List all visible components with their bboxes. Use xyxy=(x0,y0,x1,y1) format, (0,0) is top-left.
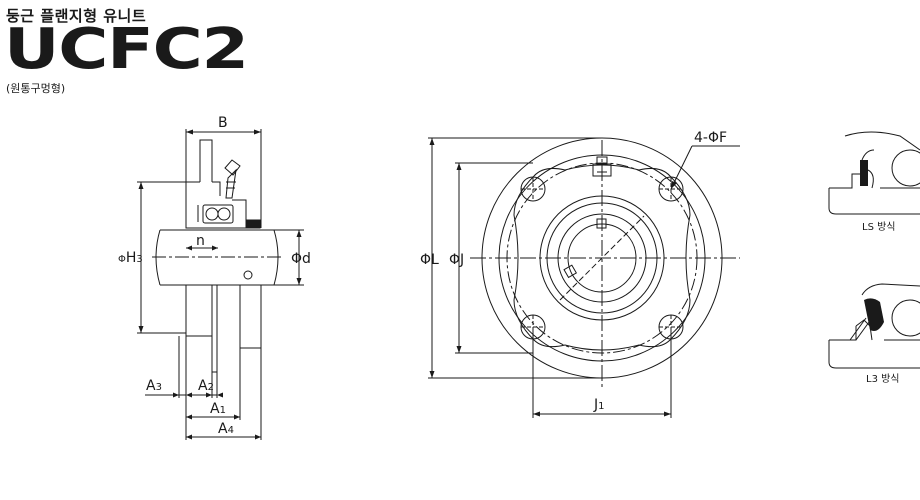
label-bolt-callout: 4-ΦF xyxy=(694,130,727,146)
label-phi-h3: ΦH3 xyxy=(118,250,143,266)
bore-type-note: (원통구멍형) xyxy=(6,82,66,95)
dimension-phi-j: ΦJ xyxy=(449,162,533,354)
callout-bolt-holes: 4-ΦF xyxy=(670,130,740,190)
grease-nipple xyxy=(224,159,241,199)
dimension-phi-l: ΦL xyxy=(420,137,602,379)
front-view: 4-ΦF ΦL ΦJ J1 xyxy=(420,130,740,418)
dimension-a3: A3 xyxy=(145,378,192,398)
label-a3: A3 xyxy=(146,378,162,394)
dimension-n: n xyxy=(186,233,218,251)
dimension-b: B xyxy=(185,115,262,228)
dimension-phi-h3: ΦH3 xyxy=(118,181,186,334)
label-j1: J1 xyxy=(593,397,605,413)
housing-upper xyxy=(185,139,261,229)
seal-caption-ls: LS 방식 xyxy=(862,221,896,233)
dimension-j1: J1 xyxy=(532,327,672,418)
shaft xyxy=(152,229,304,286)
label-b: B xyxy=(218,115,228,131)
product-category-title: 둥근 플랜지형 유니트 xyxy=(6,7,147,25)
model-title: UCFC2 xyxy=(4,17,249,82)
dimension-a4: A4 xyxy=(186,421,261,440)
label-a4: A4 xyxy=(218,421,234,437)
dimension-a2: A2 xyxy=(190,378,223,398)
dimension-a1: A1 xyxy=(186,401,240,420)
side-view: B xyxy=(118,115,311,440)
label-a2: A2 xyxy=(198,378,214,394)
dimension-phi-d: Φd xyxy=(291,230,311,285)
housing-contour xyxy=(513,164,691,351)
label-phi-l: ΦL xyxy=(420,252,439,268)
seal-detail-ls: LS 방식 xyxy=(828,131,920,233)
label-phi-d: Φd xyxy=(291,251,311,267)
label-phi-j: ΦJ xyxy=(449,252,464,268)
seal-detail-l3: L3 방식 xyxy=(828,283,920,385)
seal-caption-l3: L3 방식 xyxy=(866,373,900,385)
label-a1: A1 xyxy=(210,401,226,417)
label-n: n xyxy=(196,233,205,249)
set-screw-side xyxy=(563,264,578,279)
housing-lower xyxy=(185,270,262,373)
